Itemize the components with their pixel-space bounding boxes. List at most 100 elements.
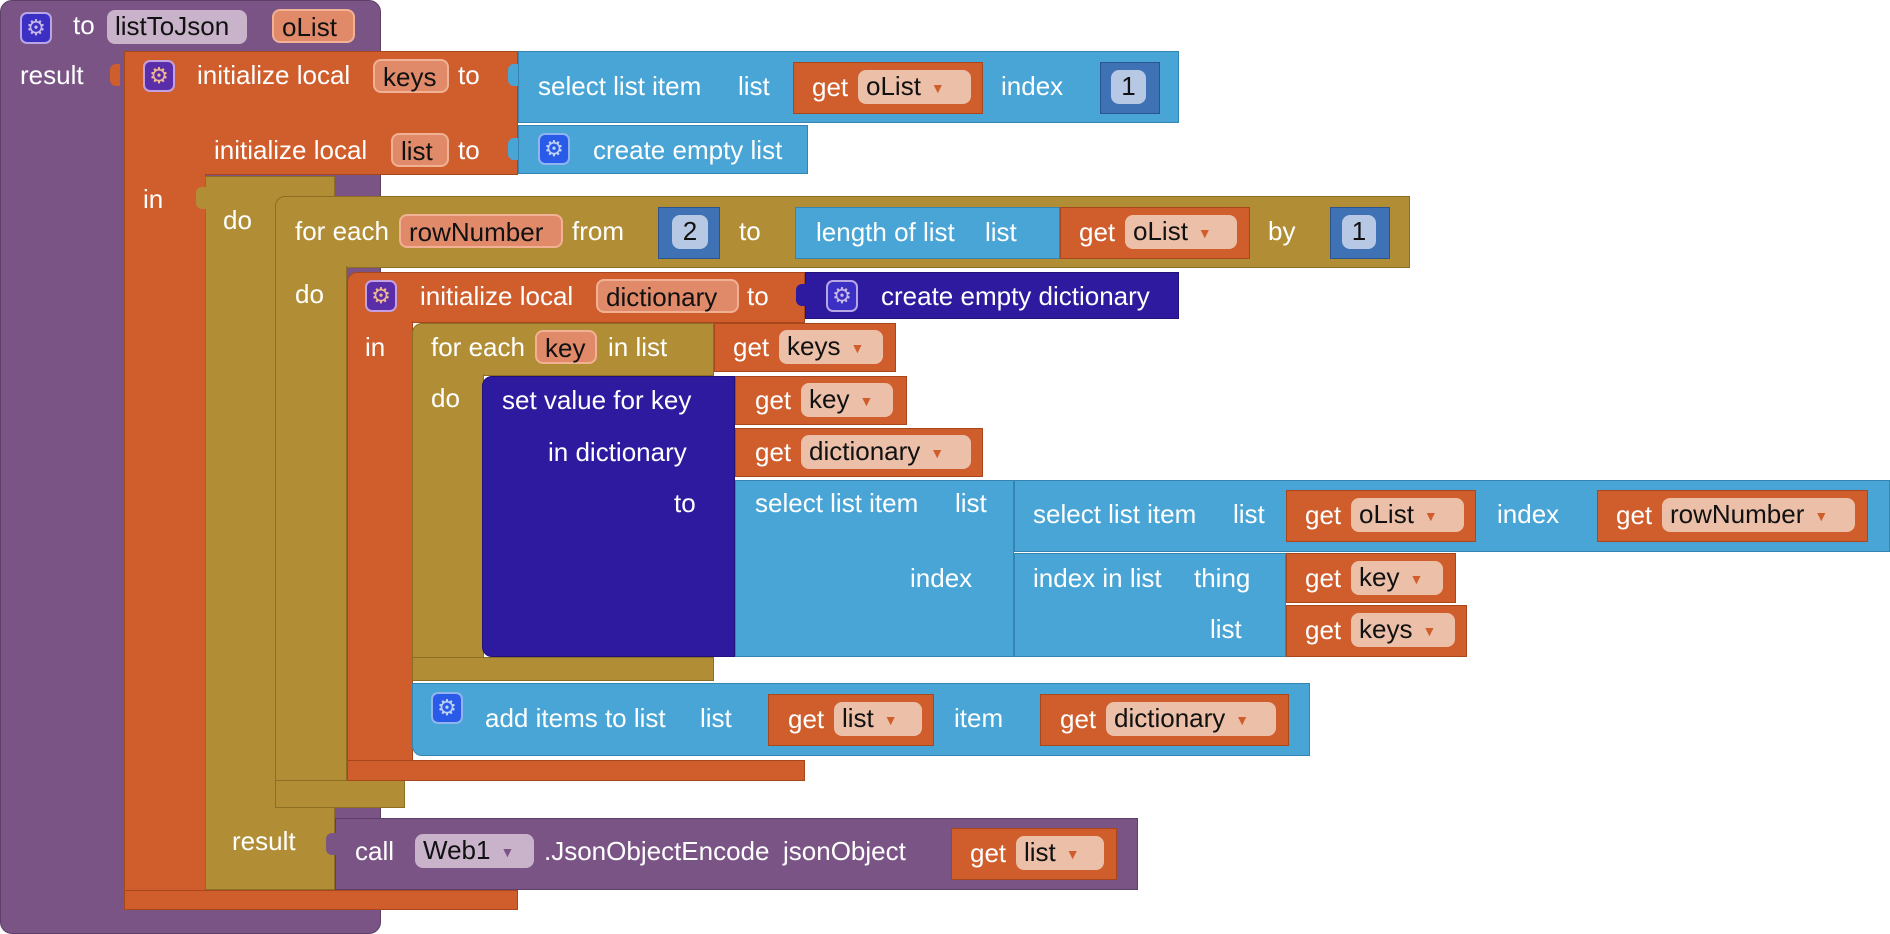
create-dictionary-mutator-gear-icon[interactable]: ⚙ <box>826 280 858 312</box>
create-list-socket <box>508 138 518 160</box>
init-dictionary-mutator-gear-icon[interactable]: ⚙ <box>365 280 397 312</box>
dropdown-value: key <box>809 384 850 414</box>
get-key-dropdown-2[interactable]: key ▼ <box>1351 561 1443 595</box>
get-label: get <box>755 437 792 467</box>
procedure-param-olist[interactable]: oList <box>272 9 355 43</box>
for-each-key-body-left <box>412 374 484 681</box>
create-list-mutator-gear-icon[interactable]: ⚙ <box>538 133 570 165</box>
procedure-name-field[interactable]: listToJson <box>107 10 247 44</box>
select-outer-list-label: list <box>955 488 987 518</box>
dropdown-value: rowNumber <box>1670 499 1805 529</box>
get-rownumber-dropdown[interactable]: rowNumber ▼ <box>1662 498 1855 532</box>
gear-glyph: ⚙ <box>544 136 564 161</box>
dropdown-value: dictionary <box>809 436 921 466</box>
dropdown-value: oList <box>866 71 921 101</box>
get-dictionary-dropdown[interactable]: dictionary ▼ <box>801 435 971 469</box>
init-dictionary-body-left <box>347 321 413 781</box>
init-dictionary-to-label: to <box>747 281 769 311</box>
number-field[interactable]: 1 <box>1111 70 1146 104</box>
for-each-var-key[interactable]: key <box>535 330 597 364</box>
dropdown-value: dictionary <box>1114 703 1226 733</box>
dropdown-caret-icon: ▼ <box>1409 571 1424 588</box>
get-olist-dropdown-2[interactable]: oList ▼ <box>1125 215 1237 249</box>
init-local-bottom-bar <box>124 890 518 910</box>
select-list-item-outer-block[interactable] <box>735 480 1014 657</box>
length-of-list-label: length of list <box>816 217 955 247</box>
dropdown-caret-icon: ▼ <box>930 445 945 462</box>
dropdown-value: list <box>1024 837 1056 867</box>
select-inner-list-label: list <box>1233 499 1265 529</box>
local-var-dictionary[interactable]: dictionary <box>596 279 739 313</box>
component-dropdown-web1[interactable]: Web1▼ <box>415 834 534 868</box>
set-value-for-key-block[interactable] <box>482 376 735 657</box>
do-result-label: result <box>232 826 296 856</box>
select-socket <box>508 64 518 86</box>
dropdown-value: keys <box>787 331 841 361</box>
dropdown-value: list <box>842 703 874 733</box>
select-outer-index-label: index <box>910 563 973 593</box>
select-list-item-label: select list item <box>538 71 702 101</box>
init-local-to-1: to <box>458 60 480 90</box>
dropdown-caret-icon: ▼ <box>500 844 515 861</box>
get-label: get <box>1305 500 1342 530</box>
get-keys-dropdown[interactable]: keys ▼ <box>779 330 883 364</box>
local-var-keys[interactable]: keys <box>373 59 449 93</box>
by-label: by <box>1268 216 1296 246</box>
local-var-list[interactable]: list <box>391 133 449 167</box>
procedure-result-label: result <box>20 60 84 90</box>
from-number-field[interactable]: 2 <box>672 215 708 249</box>
init-local-label-2: initialize local <box>214 135 368 165</box>
for-each-var-rownumber[interactable]: rowNumber <box>399 214 563 248</box>
get-key-dropdown[interactable]: key ▼ <box>801 383 893 417</box>
create-empty-dictionary-block[interactable] <box>805 272 1179 319</box>
init-dictionary-bottom <box>347 760 805 781</box>
json-object-arg-label: jsonObject <box>783 836 906 866</box>
index-list-label: list <box>1210 614 1242 644</box>
get-olist-dropdown[interactable]: oList▼ <box>858 70 971 104</box>
dictionary-socket <box>796 284 806 306</box>
in-list-label: in list <box>608 332 668 362</box>
for-each-do-label: do <box>295 279 324 309</box>
dropdown-caret-icon: ▼ <box>850 340 865 357</box>
get-label: get <box>1616 500 1653 530</box>
get-label: get <box>755 385 792 415</box>
procedure-to-label: to <box>73 10 95 40</box>
dropdown-caret-icon: ▼ <box>859 393 874 410</box>
for-each-key-do-label: do <box>431 383 460 413</box>
get-label: get <box>1305 563 1342 593</box>
add-items-item-label: item <box>954 703 1004 733</box>
get-label: get <box>788 704 825 734</box>
dropdown-caret-icon: ▼ <box>1814 508 1829 525</box>
set-value-label: set value for key <box>502 385 692 415</box>
dropdown-caret-icon: ▼ <box>883 712 898 729</box>
select-inner-index-label: index <box>1497 499 1560 529</box>
set-value-to-label: to <box>674 488 696 518</box>
init-local-mutator-gear-icon[interactable]: ⚙ <box>143 60 175 92</box>
dropdown-value: oList <box>1133 216 1188 246</box>
for-each-key-label: for each <box>431 332 525 362</box>
get-dictionary-dropdown-2[interactable]: dictionary ▼ <box>1106 702 1276 736</box>
by-number-field[interactable]: 1 <box>1342 215 1376 249</box>
init-local-label-1: initialize local <box>197 60 351 90</box>
do-socket <box>196 187 206 209</box>
get-label: get <box>812 72 849 102</box>
index-in-list-block[interactable] <box>1014 553 1286 657</box>
get-list-dropdown-2[interactable]: list▼ <box>1016 836 1104 870</box>
get-label: get <box>1060 704 1097 734</box>
length-of-list-block[interactable] <box>795 207 1060 259</box>
from-label: from <box>572 216 624 246</box>
gear-glyph: ⚙ <box>371 283 391 308</box>
get-list-dropdown[interactable]: list ▼ <box>834 702 922 736</box>
get-olist-dropdown-3[interactable]: oList▼ <box>1351 498 1464 532</box>
add-items-mutator-gear-icon[interactable]: ⚙ <box>431 692 463 724</box>
get-keys-dropdown-2[interactable]: keys▼ <box>1351 613 1455 647</box>
dropdown-caret-icon: ▼ <box>1197 225 1212 242</box>
dropdown-value: keys <box>1359 614 1413 644</box>
gear-glyph: ⚙ <box>26 15 46 40</box>
procedure-mutator-gear-icon[interactable]: ⚙ <box>20 12 52 44</box>
init-local-keys-list-block[interactable] <box>124 51 518 175</box>
dropdown-caret-icon: ▼ <box>1235 712 1250 729</box>
dropdown-value: key <box>1359 562 1400 592</box>
init-dictionary-label: initialize local <box>420 281 574 311</box>
init-dictionary-in-label: in <box>365 332 386 362</box>
